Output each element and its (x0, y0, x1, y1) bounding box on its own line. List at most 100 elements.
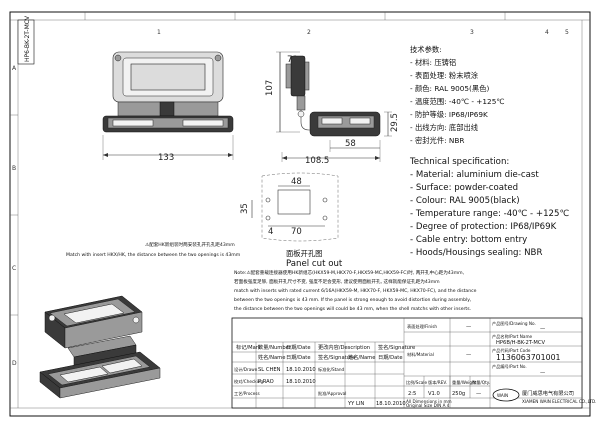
tb-drawn-label: 设计/Drawn (234, 366, 258, 373)
panel-cutout-cn: 面板开孔图 (286, 249, 322, 258)
tb-scale-value: 2:5 (408, 391, 416, 397)
warning-line-en: Match with insert HKX/HK, the distance b… (66, 252, 241, 258)
spec-en-item: - Colour: RAL 9005(black) (410, 196, 520, 206)
tb-check-date: 18.10.2010 (286, 379, 316, 385)
zone-markers-top: 1 2 3 4 5 (84, 12, 569, 36)
spec-en-item: - Hoods/Housings sealing: NBR (410, 248, 542, 258)
dim-cut-4: 4 (268, 227, 273, 237)
spec-en-item: - Surface: powder-coated (410, 183, 518, 193)
note-line: between the two openings is 43 mm. If th… (234, 297, 472, 303)
tb-name-label: 姓名/Name (258, 353, 285, 361)
note-line: 若面板强度足够, 面板开孔尺寸不变, 强度不足会变形, 建议使用面板开孔, 这样… (234, 278, 440, 285)
zone-d: D (12, 360, 17, 367)
tb-part-name-value: HP6B/H-BK-2T-MCV (496, 340, 545, 346)
spec-cn-item: - 颜色: RAL 9005(黑色) (410, 84, 489, 93)
tb-number-label: 数量/Number (258, 343, 292, 351)
tb-approve-name: YY LIN (347, 401, 364, 407)
company-logo: WAIN (492, 388, 520, 402)
tb-part-code-value: 1136063701001 (496, 353, 561, 362)
panel-cutout-en: Panel cut out (286, 259, 343, 269)
dim-height-107: 107 (265, 80, 275, 96)
spec-en-item: - Cable entry: bottom entry (410, 235, 527, 245)
tb-stand-label: 标准化/Stand (318, 366, 344, 373)
spec-cn-item: - 材料: 压铸铝 (410, 58, 456, 67)
zone-3: 3 (470, 29, 474, 36)
tb-approve-date: 18.10.2010 (376, 401, 406, 407)
dim-width-133: 133 (158, 153, 174, 163)
zone-c: C (12, 265, 16, 272)
tb-material-label: 材料/Material (407, 351, 434, 358)
tb-qty-label: 数量/Qty. (472, 379, 490, 386)
tb-tolerance-2: Original Size DIN A 4 (406, 403, 450, 408)
tb-desc-label: 更改内容/Description (318, 343, 370, 351)
dim-cut-70: 70 (291, 227, 302, 237)
tb-tolerance-1: All Dimensions in mm (406, 399, 452, 404)
tb-material-value: — (466, 352, 471, 358)
panel-cutout: 48 70 35 4 面板开孔图 Panel cut out (240, 172, 343, 269)
dim-side-108: 108.5 (305, 156, 329, 166)
tb-drawn-name: SL CHEN (258, 367, 281, 373)
zone-b: B (12, 165, 16, 172)
spec-cn-item: - 防护等级: IP68/IP69K (410, 110, 488, 119)
tb-part-no-label: 产品编号/Part No. (492, 363, 527, 370)
zone-1: 1 (157, 29, 161, 36)
specs-en-title: Technical specification: (409, 157, 509, 167)
spec-en-item: - Material: aluminium die-cast (410, 170, 539, 180)
spec-cn-item: - 密封光件: NBR (410, 136, 464, 145)
note-line: match with inserts with rated current 6/… (234, 288, 477, 294)
spec-en-item: - Temperature range: -40℃ - +125℃ (410, 209, 569, 219)
tb-part-name-label: 产品名称/Part Name (492, 333, 533, 340)
specs-en: Technical specification: - Material: alu… (409, 157, 569, 258)
tb-process-label: 工艺/Process (234, 391, 260, 396)
tb-approval-label: 批准/Approval (318, 390, 346, 397)
note-line: Note:⚠配套重载连接器使用HK新组芯(HKX59-M,HKX70-F,HKX… (234, 269, 465, 276)
tb-rev-label: 版本/REV. (428, 379, 447, 386)
front-view: 133 (102, 51, 234, 163)
tb-date-label-3: 日期/Date (378, 354, 403, 361)
title-block: 标记/Mark 数量/Number 日期/Date 更改内容/Descripti… (231, 317, 596, 409)
spec-cn-item: - 出线方向: 底部出线 (410, 123, 479, 132)
tb-check-name: P RAO (258, 379, 274, 385)
tb-part-code-label: 产品代码/Part Code (492, 347, 531, 354)
tb-rev-value: V1.0 (428, 391, 440, 397)
tb-company-cn: 厦门威思电气有限公司 (522, 389, 574, 397)
tb-mark-label: 标记/Mark (236, 343, 261, 351)
tb-weight-value: 250g (452, 391, 465, 397)
zone-2: 2 (307, 29, 311, 36)
dim-cut-48: 48 (291, 177, 302, 187)
dim-side-58: 58 (345, 139, 356, 149)
tb-date-label-2: 日期/Date (286, 354, 311, 361)
spec-en-item: - Degree of protection: IP68/IP69K (410, 222, 557, 232)
spec-cn-item: - 表面处理: 粉末喷涂 (410, 71, 479, 80)
tb-scale-label: 比例/Scale (406, 379, 427, 386)
zone-5: 5 (565, 29, 569, 36)
spec-cn-item: - 温度范围: -40℃ - +125℃ (410, 97, 505, 106)
tb-weight-label: 重量/Weight (452, 379, 477, 386)
sheet-frame (9, 11, 591, 417)
tb-finish-value: — (466, 324, 471, 330)
tb-qty-value: — (476, 391, 481, 397)
corner-tab-label: HP6-BK-2T-MCV (24, 15, 31, 62)
tb-date-label: 日期/Date (286, 344, 311, 351)
dim-cut-35: 35 (240, 203, 250, 214)
company-logo-text: WAIN (497, 393, 508, 398)
zone-markers-side: A B C D (10, 65, 18, 367)
iso-view (39, 295, 161, 399)
side-view: 107 70 29.5 58 108.5 (265, 51, 400, 166)
zone-4: 4 (545, 29, 549, 36)
specs-cn-title: 技术参数: (410, 45, 442, 54)
tb-drawing-no-value: — (540, 326, 545, 332)
tb-company-en: XIAMEN WAIN ELECTRICAL CO.,LTD. (522, 399, 596, 404)
note-block: Note:⚠配套重载连接器使用HK新组芯(HKX59-M,HKX70-F,HKX… (234, 269, 477, 312)
tb-drawn-date: 18.10.2010 (286, 367, 316, 373)
tb-drawing-no-label: 产品图号/Drawing No. (492, 320, 536, 327)
tb-checking-label: 校对/Checking (234, 378, 263, 385)
corner-tab: HP6-BK-2T-MCV (17, 15, 35, 65)
tb-finish-label: 表面处理/Finish (407, 323, 437, 330)
note-line: the distance between the two openings wi… (234, 306, 471, 312)
tb-sig-label: 签名/Signature (378, 343, 415, 351)
warning-line-cn: ⚠配套HK新组装时两安装孔开孔孔距43mm (145, 241, 235, 248)
tb-sig-label-2: 签名/Signature (318, 353, 355, 361)
tb-name-label-2: 姓名/Name (348, 353, 375, 361)
